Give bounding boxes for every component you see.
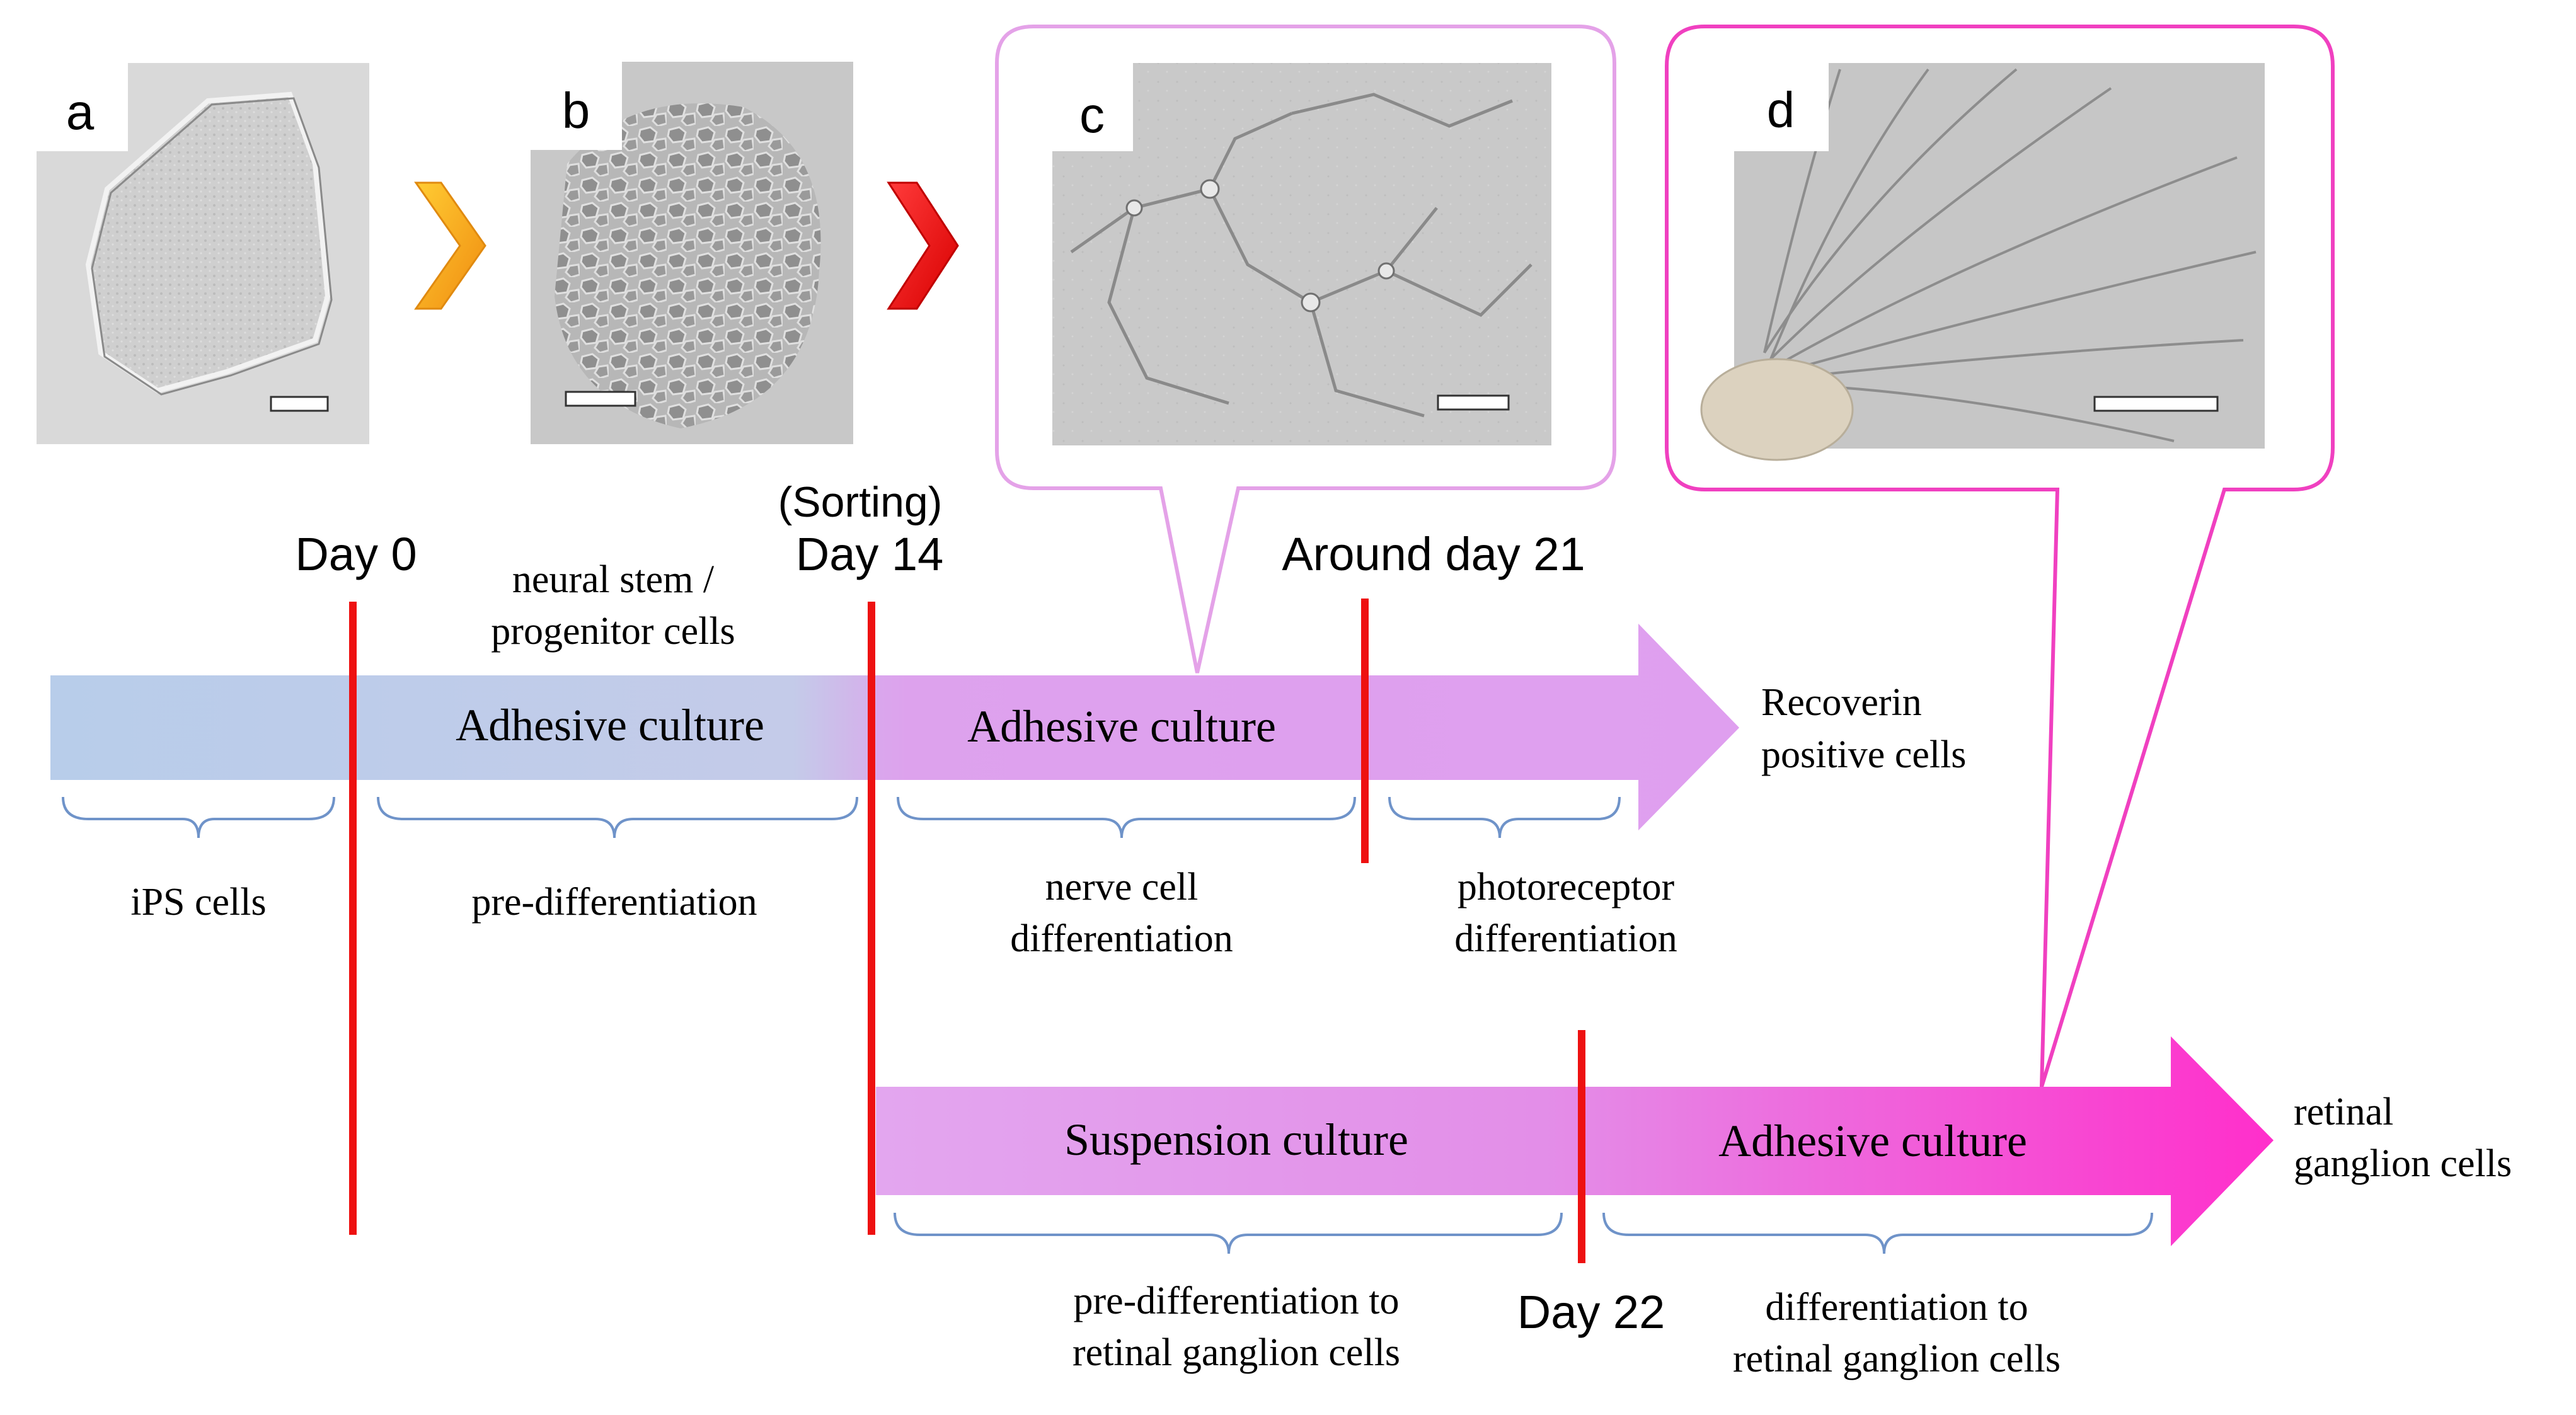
brace-nerve-line1: nerve cell — [1045, 866, 1199, 908]
bottom-result-line2: ganglion cells — [2294, 1142, 2512, 1185]
scale-bar-a — [270, 396, 329, 412]
panel-c-image — [1052, 63, 1551, 445]
stage1-label-line2: progenitor cells — [491, 610, 735, 653]
top-culture1-label: Adhesive culture — [456, 700, 764, 750]
top-track-arrow-overlay — [876, 624, 1739, 830]
bottom-result-line1: retinal — [2294, 1091, 2393, 1133]
panel-a-image: a — [37, 63, 369, 444]
day22-label: Day 22 — [1517, 1286, 1665, 1338]
brace-bottom-prediff-line2: retinal ganglion cells — [1072, 1331, 1400, 1374]
bottom-culture2-label: Adhesive culture — [1718, 1116, 2027, 1166]
top-result-line2: positive cells — [1761, 733, 1966, 776]
panel-c-label: c — [1079, 87, 1105, 143]
brace-bottom-diff-line1: differentiation to — [1765, 1286, 2028, 1329]
panel-b-image: b — [531, 62, 853, 444]
chevron-right-icon — [887, 181, 959, 310]
sorting-label: (Sorting) — [778, 478, 943, 526]
around-day21-label: Around day 21 — [1282, 528, 1585, 580]
bottom-track-arrow — [876, 1036, 2274, 1246]
brace-photo-line2: differentiation — [1454, 917, 1677, 960]
brace-photo-line1: photoreceptor — [1458, 866, 1675, 908]
day14-label: Day 14 — [796, 528, 943, 580]
stage1-label-line1: neural stem / — [512, 558, 715, 601]
brace-prediff-label: pre-differentiation — [471, 881, 757, 924]
callout-d: d — [1665, 25, 2335, 1087]
scale-bar-c — [1437, 394, 1510, 411]
top-braces — [62, 796, 1621, 839]
chevron-right-icon — [414, 181, 486, 310]
bottom-braces — [894, 1212, 2153, 1254]
bottom-culture1-label: Suspension culture — [1064, 1114, 1408, 1165]
callout-c: c — [995, 25, 1616, 673]
panel-d-label: d — [1767, 82, 1795, 138]
brace-bottom-prediff-line1: pre-differentiation to — [1073, 1280, 1399, 1322]
top-culture2-label: Adhesive culture — [967, 701, 1276, 752]
top-result-line1: Recoverin — [1761, 681, 1922, 724]
brace-nerve-line2: differentiation — [1010, 917, 1233, 960]
panel-a-label: a — [66, 84, 95, 140]
panel-b-label: b — [562, 83, 590, 139]
brace-ips-label: iPS cells — [130, 881, 266, 924]
scale-bar-b — [565, 391, 636, 407]
brace-bottom-diff-line2: retinal ganglion cells — [1733, 1338, 2061, 1380]
scale-bar-d — [2093, 396, 2219, 412]
day0-label: Day 0 — [295, 528, 417, 580]
